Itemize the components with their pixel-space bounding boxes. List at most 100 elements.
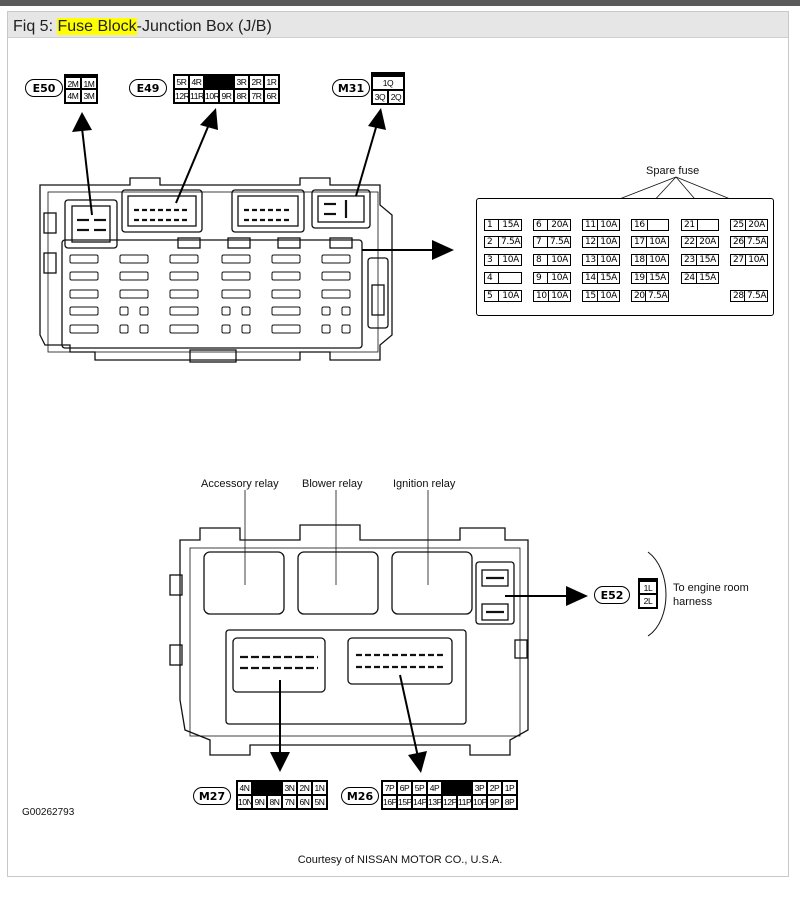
jb-fuse-slot — [341, 306, 351, 316]
connector-e50-label: E50 — [25, 79, 63, 97]
pin: 4M — [65, 89, 81, 103]
jb-fuse-slot — [169, 271, 199, 281]
fuse-number: 10 — [534, 291, 550, 301]
pin: 4P — [427, 781, 442, 795]
pin: 2Q — [388, 90, 404, 104]
pin: 10P — [472, 795, 487, 809]
jb-fuse-slot — [341, 324, 351, 334]
pin-grid-e50: 2M 1M 4M 3M — [64, 74, 98, 104]
pin: 1Q — [372, 73, 404, 90]
pin-grid-e52: 1L 2L — [638, 578, 658, 609]
lower-jb-outline — [179, 524, 529, 756]
pin: 2P — [487, 781, 502, 795]
connector-m31-label: M31 — [332, 79, 370, 97]
fuse-amperage: 15A — [649, 273, 666, 283]
jb-fuse-slot — [271, 254, 301, 264]
figure-title-bar — [8, 12, 788, 38]
jb-fuse-slot — [119, 324, 129, 334]
pin: 9R — [219, 89, 234, 103]
pin-blank — [252, 781, 282, 795]
fuse-number: 17 — [632, 237, 648, 247]
pin: 2M — [65, 75, 81, 89]
fuse-number: 14 — [583, 273, 599, 283]
pin: 15P — [397, 795, 412, 809]
figure-title: Fiq 5: Fuse Block-Junction Box (J/B) — [13, 17, 272, 37]
figure-title-prefix: Fiq 5: — [13, 18, 58, 35]
fuse-number: 22 — [682, 237, 698, 247]
jb-fuse-slot — [139, 306, 149, 316]
fuse-amperage: 7.5A — [747, 237, 767, 247]
pin-grid-e49: 5R 4R 3R 2R 1R 12R 11R 10R 9R 8R 7R 6R — [173, 74, 280, 104]
connector-e52-label: E52 — [594, 586, 630, 604]
accessory-relay-label: Accessory relay — [201, 478, 279, 490]
fuse-amperage: 10A — [502, 255, 519, 265]
fuse-amperage: 10A — [649, 237, 666, 247]
pin: 3R — [234, 75, 249, 89]
jb-fuse-slot — [119, 271, 149, 281]
pin: 7R — [249, 89, 264, 103]
fuse-number: 2 — [485, 237, 499, 247]
jb-fuse-slot — [139, 324, 149, 334]
connector-e49-label: E49 — [129, 79, 167, 97]
fuse-number: 25 — [731, 220, 747, 230]
spare-fuse-label: Spare fuse — [646, 165, 700, 177]
fuse-amperage: 15A — [699, 273, 716, 283]
jb-fuse-slot — [69, 271, 99, 281]
figure-title-highlight: Fuse Block — [57, 18, 137, 35]
ignition-relay-label: Ignition relay — [393, 478, 456, 490]
fuse-amperage: 10A — [600, 291, 617, 301]
jb-fuse-slot — [321, 289, 351, 299]
pin: 11P — [457, 795, 472, 809]
fuse-number: 15 — [583, 291, 599, 301]
connector-m26-label: M26 — [341, 787, 379, 805]
jb-fuse-slot — [271, 324, 301, 334]
pin: 13P — [427, 795, 442, 809]
engine-room-note-line2: harness — [673, 596, 713, 608]
fuse-amperage: 15A — [699, 255, 716, 265]
jb-fuse-slot — [119, 306, 129, 316]
jb-fuse-slot — [221, 254, 251, 264]
pin: 1P — [502, 781, 517, 795]
pin: 8N — [267, 795, 282, 809]
engine-room-note-line1: To engine room — [673, 582, 749, 594]
jb-fuse-slot — [69, 324, 99, 334]
fuse-amperage: 10A — [551, 291, 568, 301]
pin: 8R — [234, 89, 249, 103]
fuse-amperage — [499, 273, 521, 283]
fuse-number: 20 — [634, 291, 646, 301]
blower-relay-label: Blower relay — [302, 478, 363, 490]
fuse-amperage — [648, 220, 668, 230]
fuse-number: 7 — [534, 237, 548, 247]
fuse-number: 5 — [485, 291, 499, 301]
fuse-number: 23 — [682, 255, 698, 265]
pin: 10R — [204, 89, 220, 103]
fuse-amperage: 10A — [649, 255, 666, 265]
fuse-number: 12 — [583, 237, 599, 247]
jb-fuse-slot — [169, 254, 199, 264]
fuse-amperage: 10A — [551, 255, 568, 265]
jb-fuse-slot — [321, 324, 331, 334]
pin: 3P — [472, 781, 487, 795]
fuse-amperage: 10A — [600, 255, 617, 265]
jb-fuse-slot — [241, 324, 251, 334]
fuse-amperage: 20A — [748, 220, 765, 230]
pin: 4N — [237, 781, 252, 795]
fuse-number: 13 — [583, 255, 599, 265]
pin: 6R — [264, 89, 279, 103]
pin-grid-m31: 1Q 3Q 2Q — [371, 72, 405, 105]
figure-title-rest: -Junction Box (J/B) — [136, 18, 272, 35]
fuse-number: 16 — [632, 220, 648, 230]
